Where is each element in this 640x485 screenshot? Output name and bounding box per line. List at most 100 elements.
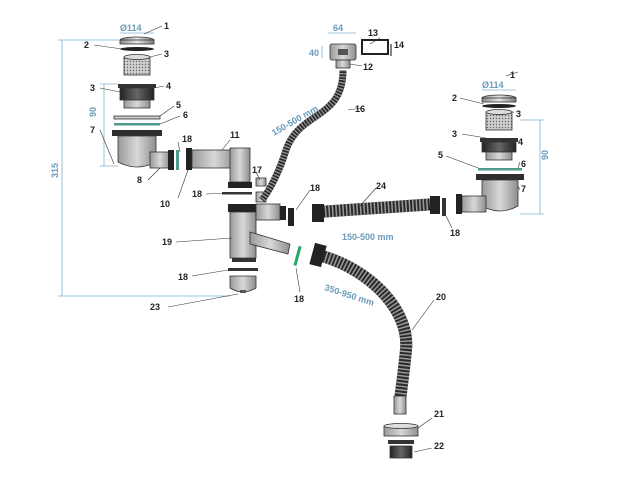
label-4-right: 4 [518, 137, 523, 147]
right-lock-nut [481, 141, 517, 153]
label-5-left: 5 [176, 100, 181, 110]
label-1-left: 1 [164, 21, 169, 31]
trap-inlet-nut [186, 148, 192, 170]
spigot-nut [168, 150, 174, 170]
drain-adapter [383, 423, 419, 459]
dim-hose-24-length: 150-500 mm [342, 232, 394, 242]
adapter-thread [389, 445, 413, 459]
hose20-nut [309, 242, 327, 268]
lock-nut [119, 87, 155, 101]
trap-upper-branch [255, 203, 281, 221]
label-3-left-top: 3 [164, 49, 169, 59]
label-7-right: 7 [521, 184, 526, 194]
label-22: 22 [434, 441, 444, 451]
dim-height-315: 315 [50, 163, 60, 178]
label-8: 8 [137, 175, 142, 185]
hose20-seal [293, 245, 302, 266]
hose-16 [259, 69, 347, 203]
hoses [259, 69, 446, 415]
right-outlet-elbow [481, 179, 519, 212]
strainer-body [123, 99, 151, 109]
label-19: 19 [162, 237, 172, 247]
cap-knob [240, 290, 246, 293]
trap-bottom-seal [228, 268, 258, 271]
trap-lower-ring [232, 258, 256, 262]
label-18-b: 18 [192, 189, 202, 199]
label-2-left: 2 [84, 40, 89, 50]
label-3-right-top: 3 [516, 109, 521, 119]
label-18-a: 18 [182, 134, 192, 144]
upper-branch-nut [280, 206, 286, 220]
label-18-f: 18 [294, 294, 304, 304]
basket-top [123, 54, 151, 60]
trap-top-nut [228, 204, 258, 212]
label-20: 20 [436, 292, 446, 302]
lock-nut-top [118, 84, 156, 88]
tee-lower-nut [228, 182, 252, 188]
label-21: 21 [434, 409, 444, 419]
overflow-slot [338, 49, 348, 55]
label-16: 16 [355, 104, 365, 114]
label-7-left: 7 [90, 125, 95, 135]
flange-gasket [120, 47, 154, 51]
label-18-e: 18 [450, 228, 460, 238]
label-17: 17 [252, 165, 262, 175]
dim-diameter-left: Ø114 [120, 23, 142, 33]
label-6-left: 6 [183, 110, 188, 120]
label-12: 12 [363, 62, 373, 72]
label-3-left-low: 3 [90, 83, 95, 93]
washer [113, 115, 161, 120]
tee-branch [191, 149, 237, 169]
label-3-right-low: 3 [452, 129, 457, 139]
label-13: 13 [368, 28, 378, 38]
hose24-nut-left [312, 204, 324, 222]
label-10: 10 [160, 199, 170, 209]
adapter-seal [388, 440, 414, 444]
overflow-cover [361, 39, 389, 55]
right-strainer-flange [481, 97, 517, 103]
bottle-trap-assembly [186, 147, 291, 293]
leader-lines [93, 25, 521, 453]
outlet-elbow-spigot [149, 151, 171, 169]
hose24-seal-right [442, 198, 446, 216]
overflow-connector-top [255, 177, 267, 187]
label-11: 11 [230, 130, 240, 140]
dim-height-40: 40 [309, 48, 319, 58]
label-2-right: 2 [452, 93, 457, 103]
label-18-c: 18 [178, 272, 188, 282]
hose20-tail [393, 395, 407, 415]
left-strainer-assembly [112, 36, 179, 170]
left-dimension-lines [58, 32, 230, 297]
label-24: 24 [376, 181, 386, 191]
label-14: 14 [394, 40, 404, 50]
hose-20 [320, 250, 413, 401]
hose24-seal-left [288, 208, 294, 226]
part-numbers: 1 2 3 3 4 5 6 7 8 18 10 11 18 17 19 18 2… [84, 21, 526, 451]
trap-cleanout-cap [229, 275, 257, 293]
label-1-right: 1 [510, 70, 515, 80]
dim-height-90-right: 90 [540, 150, 550, 160]
label-4-left: 4 [166, 81, 171, 91]
right-spigot-nut [456, 194, 462, 214]
overflow-spigot [335, 59, 351, 69]
trap-outlet-branch [249, 231, 291, 255]
strainer-flange [119, 39, 155, 45]
right-outlet-nut [476, 174, 524, 180]
spigot-seal [176, 150, 179, 170]
hose24-nut-right [430, 196, 440, 214]
dim-height-90-left: 90 [88, 107, 98, 117]
right-flange-gasket [482, 104, 516, 108]
right-strainer-assembly [456, 89, 544, 215]
label-6-right: 6 [521, 159, 526, 169]
tee-seal [222, 192, 252, 195]
seal-ring [114, 123, 160, 126]
right-seal-ring [478, 168, 522, 171]
overflow-assembly [321, 32, 392, 69]
right-outlet-spigot [461, 195, 487, 213]
label-5-right: 5 [438, 150, 443, 160]
tee-body [229, 147, 251, 183]
dim-width-64: 64 [333, 23, 343, 33]
label-18-d: 18 [310, 183, 320, 193]
label-23: 23 [150, 302, 160, 312]
